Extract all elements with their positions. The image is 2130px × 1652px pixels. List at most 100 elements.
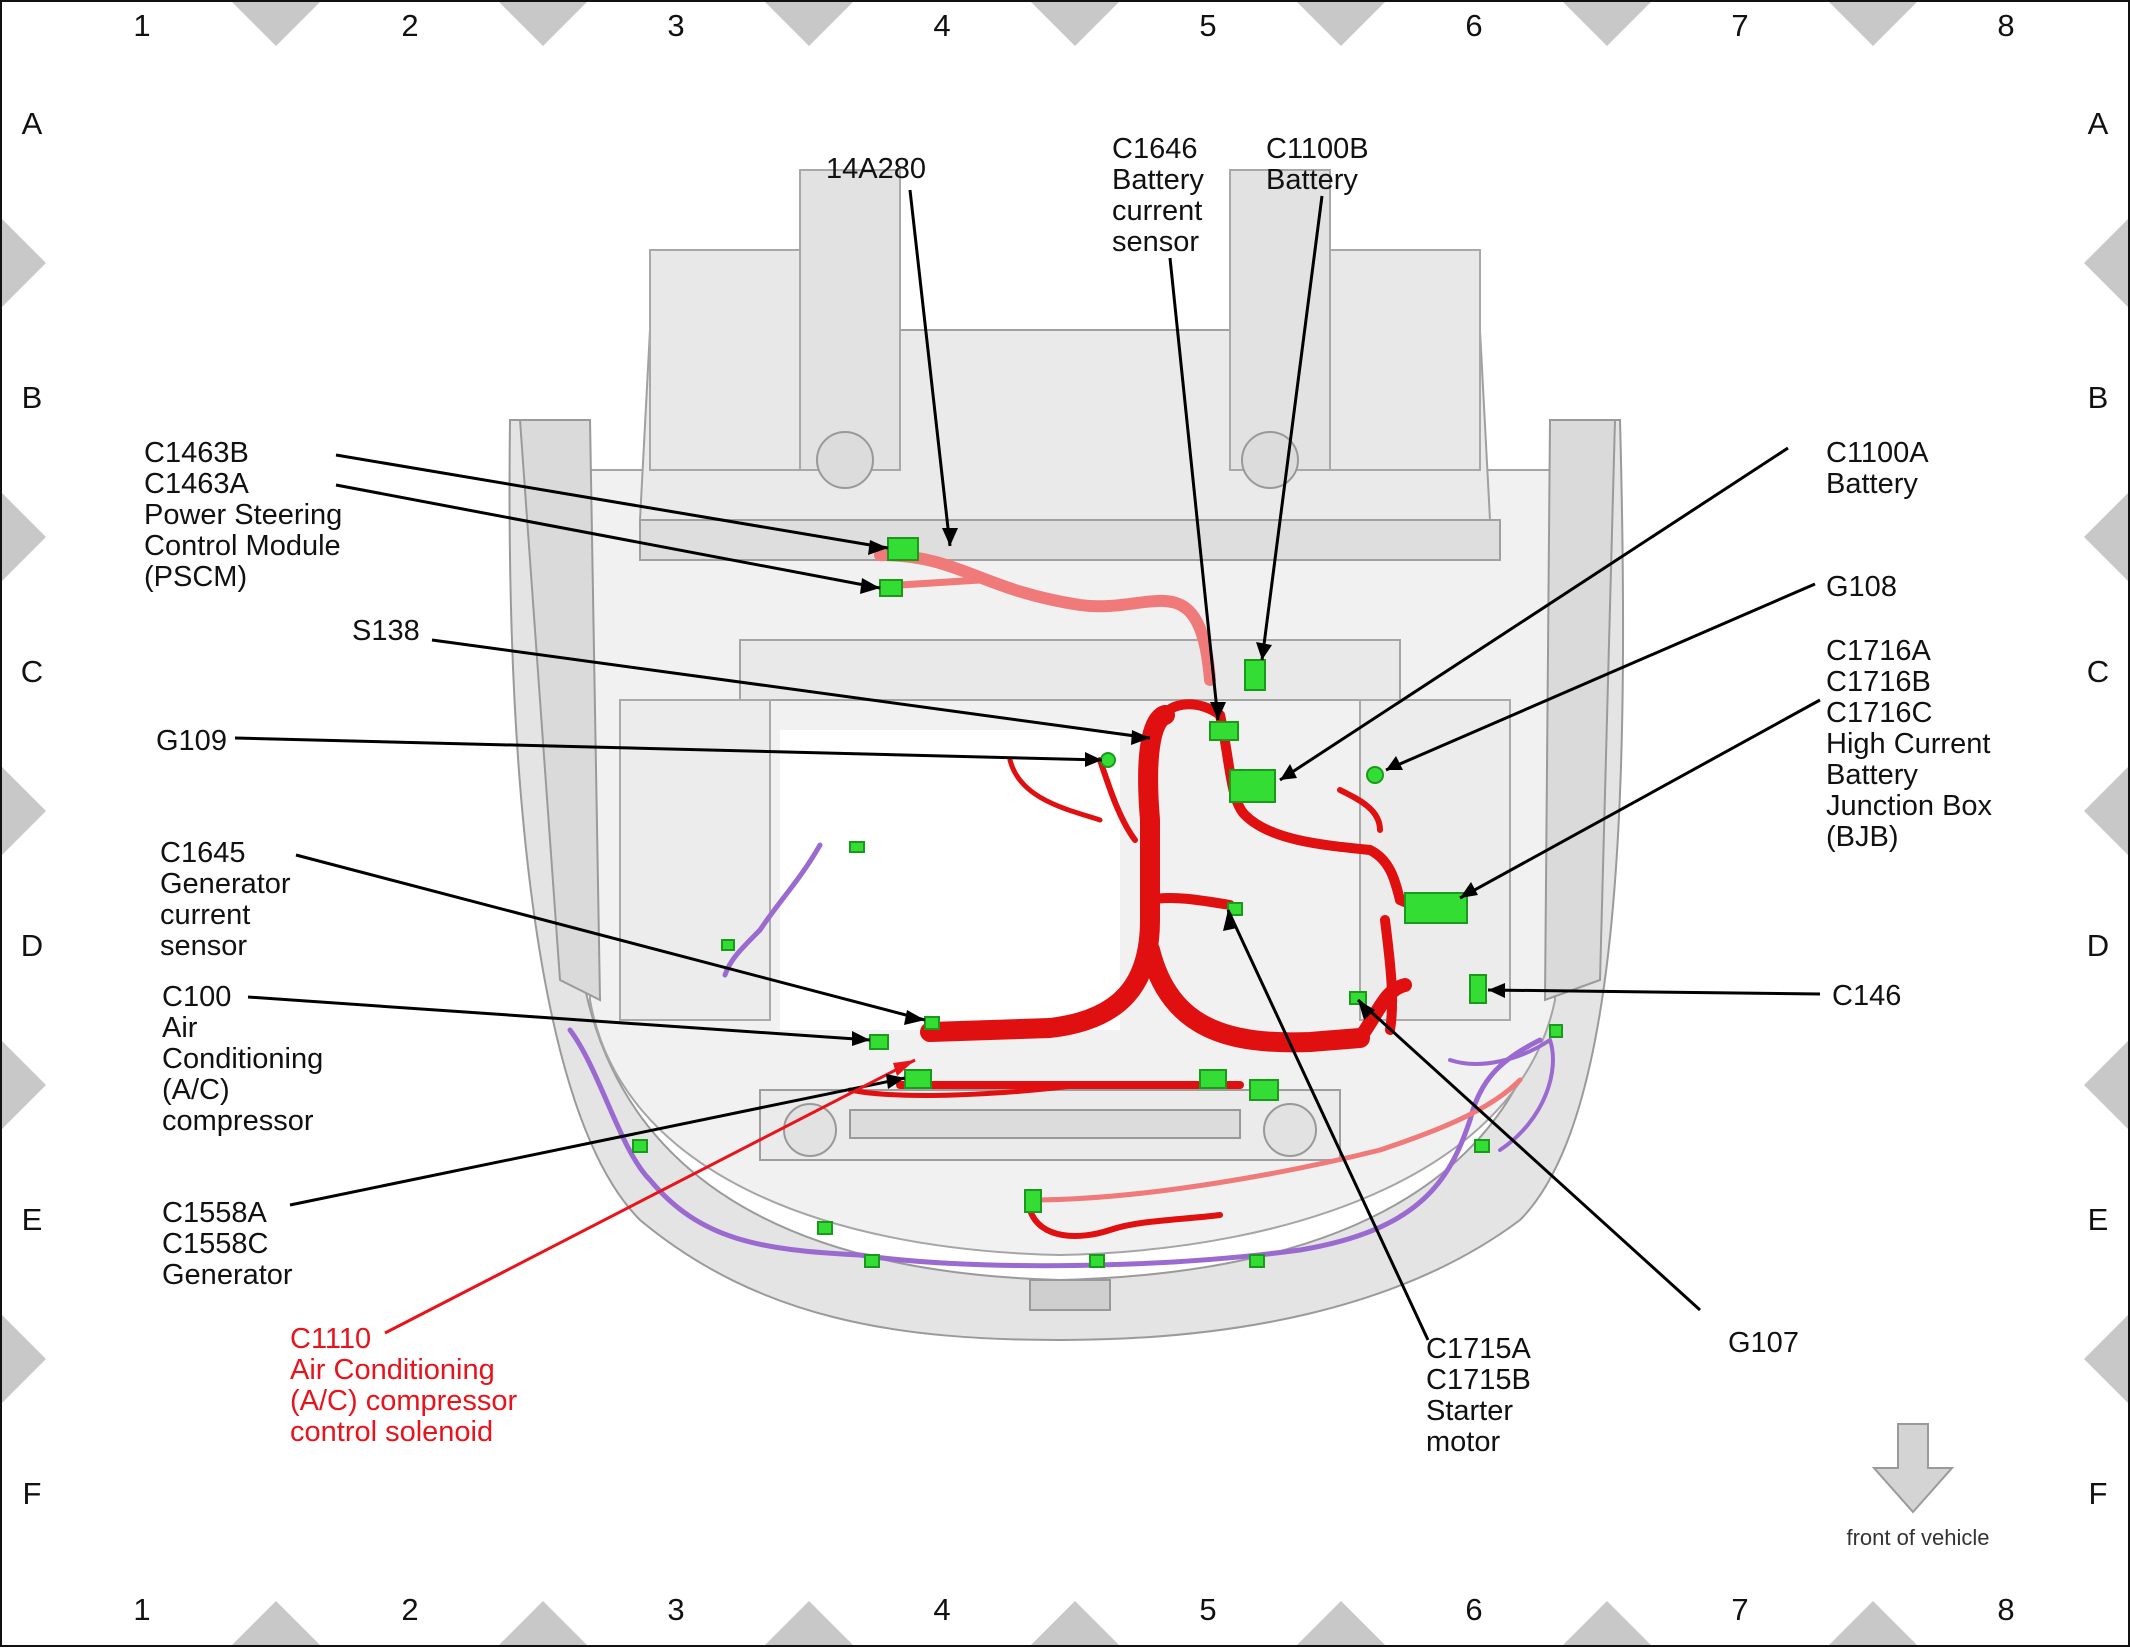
vehicle-body (508, 169, 1625, 1342)
front-of-vehicle-label: front of vehicle (1846, 1525, 1989, 1550)
callout-labels: 14A280 C1646 Battery current sensor C110… (144, 133, 2000, 1458)
connector-purple-3 (864, 1254, 880, 1268)
callout-14A280: 14A280 (826, 153, 926, 185)
grid-column-label-bottom: 8 (1997, 1592, 2014, 1627)
connector-c1100a (1229, 769, 1276, 803)
connector-purple-7 (1549, 1024, 1563, 1038)
grid-column-label-bottom: 4 (933, 1592, 950, 1627)
frame-marker-top (1031, 2, 1119, 46)
connector-purple-4 (1089, 1254, 1105, 1268)
grid-row-label-right: C (2087, 654, 2109, 689)
connector-c1463b (887, 537, 919, 561)
frame-marker-left (2, 1315, 46, 1403)
down-arrow-icon (1871, 1423, 1955, 1514)
grid-column-label-top: 3 (667, 8, 684, 43)
grid-row-label-right: E (2088, 1202, 2109, 1237)
grid-row-label-left: C (21, 654, 43, 689)
grid-column-label-top: 5 (1199, 8, 1216, 43)
connector-g109 (1100, 752, 1116, 768)
frame-marker-left (2, 219, 46, 307)
connector-purple-left (721, 939, 735, 951)
connector-c1715 (1199, 1069, 1227, 1089)
connector-c1646 (1209, 721, 1239, 741)
grid-column-label-bottom: 7 (1731, 1592, 1748, 1627)
callout-C100: C100 Air Conditioning (A/C) compressor (162, 981, 331, 1137)
grid-column-label-top: 6 (1465, 8, 1482, 43)
connector-purple-1 (632, 1139, 648, 1153)
grid-column-label-bottom: 2 (401, 1592, 418, 1627)
grid-row-label-left: B (22, 380, 43, 415)
frame-marker-bottom (1297, 1601, 1385, 1645)
grid-row-label-right: B (2088, 380, 2109, 415)
connector-c100 (869, 1034, 889, 1050)
frame-marker-bottom (1031, 1601, 1119, 1645)
callout-C1645: C1645 Generator current sensor (160, 837, 299, 962)
callout-C1100A: C1100A Battery (1826, 437, 1935, 500)
callout-C1463: C1463B C1463A Power Steering Control Mod… (144, 437, 350, 593)
frame-marker-left (2, 767, 46, 855)
frame-marker-top (232, 2, 320, 46)
frame-marker-bottom (1563, 1601, 1651, 1645)
connector-purple-5 (1249, 1254, 1265, 1268)
connector-c1716 (1404, 892, 1468, 924)
grid-row-label-left: A (22, 106, 43, 141)
frame-marker-left (2, 493, 46, 581)
frame-marker-top (1297, 2, 1385, 46)
connector-purple-2 (817, 1221, 833, 1235)
frame-marker-right (2084, 767, 2128, 855)
connector-purple-6 (1474, 1139, 1490, 1153)
front-of-vehicle-indicator: front of vehicle (1846, 1423, 1990, 1550)
grid-row-label-left: D (21, 928, 43, 963)
grid-row-label-right: D (2087, 928, 2109, 963)
callout-G108: G108 (1826, 571, 1897, 603)
frame-marker-bottom (765, 1601, 853, 1645)
callout-G109: G109 (156, 725, 227, 757)
grid-row-label-left: E (22, 1202, 43, 1237)
callout-C1646: C1646 Battery current sensor (1112, 133, 1212, 258)
grid-column-label-top: 2 (401, 8, 418, 43)
connector-c146 (1469, 974, 1487, 1004)
callout-C1110: C1110 Air Conditioning (A/C) compressor … (290, 1323, 525, 1448)
connector-c1463a (879, 579, 903, 597)
grid-column-label-top: 1 (133, 8, 150, 43)
harness-routing (567, 549, 1555, 1269)
callout-C146: C146 (1832, 980, 1901, 1012)
callout-G107: G107 (1728, 1327, 1799, 1359)
grid-column-label-bottom: 6 (1465, 1592, 1482, 1627)
frame-marker-right (2084, 1041, 2128, 1129)
grid-row-label-left: F (23, 1476, 42, 1511)
grid-column-label-top: 7 (1731, 8, 1748, 43)
grid-row-label-right: A (2088, 106, 2109, 141)
callout-S138: S138 (352, 615, 420, 647)
connector-center (1227, 902, 1243, 916)
callout-C1716: C1716A C1716B C1716C High Current Batter… (1826, 635, 2000, 853)
grid-column-label-bottom: 3 (667, 1592, 684, 1627)
frame-marker-bottom (1829, 1601, 1917, 1645)
grid-column-label-bottom: 5 (1199, 1592, 1216, 1627)
connector-purple-top (849, 841, 865, 853)
leader-arrowheads (852, 528, 1505, 1089)
grid-column-label-bottom: 1 (133, 1592, 150, 1627)
frame-marker-top (1563, 2, 1651, 46)
callout-C1100B: C1100B Battery (1266, 133, 1377, 196)
grid-row-label-right: F (2089, 1476, 2108, 1511)
frame-marker-bottom (499, 1601, 587, 1645)
frame-marker-left (2, 1041, 46, 1129)
frame-marker-right (2084, 1315, 2128, 1403)
grid-column-label-top: 4 (933, 8, 950, 43)
callout-C1715: C1715A C1715B Starter motor (1426, 1333, 1539, 1458)
leader-lines (234, 189, 1821, 1341)
connector-g107 (1349, 991, 1367, 1005)
connector-front-left (1024, 1189, 1042, 1213)
frame-marker-top (1829, 2, 1917, 46)
connector-c1645 (924, 1016, 940, 1030)
callout-C1558: C1558A C1558C Generator (162, 1197, 293, 1291)
connector-c1558 (904, 1069, 932, 1089)
frame-marker-top (499, 2, 587, 46)
frame-marker-top (765, 2, 853, 46)
grid-column-label-top: 8 (1997, 8, 2014, 43)
frame-marker-right (2084, 493, 2128, 581)
